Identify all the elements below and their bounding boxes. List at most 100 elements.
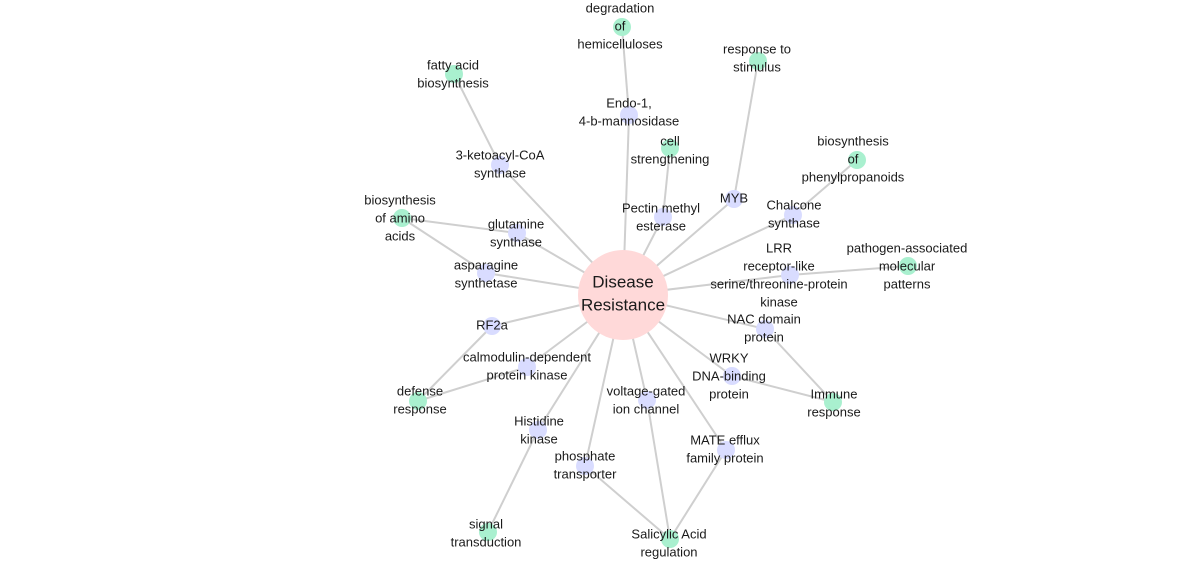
gene-label-wrky-line-0: WRKY <box>710 350 749 365</box>
function-label-signal-line-0: signal <box>469 516 503 531</box>
edge-ketoacyl-to-fatty <box>453 73 501 166</box>
gene-node-chalcone <box>784 206 802 224</box>
gene-node-glutamine <box>508 224 526 242</box>
function-label-cellwall-line-0: cell <box>660 133 680 148</box>
gene-label-lrr-line-0: LRR <box>766 240 792 255</box>
function-label-pamp-line-2: patterns <box>884 276 931 291</box>
edge-nac-to-immune <box>764 328 834 403</box>
function-label-pamp-line-1: molecular <box>879 258 936 273</box>
gene-label-pectin-line-0: Pectin methyl <box>622 200 700 215</box>
gene-node-voltage <box>638 391 656 409</box>
center-node-center <box>578 250 668 340</box>
edge-asparagine-to-amino <box>401 217 487 274</box>
gene-node-asparagine <box>477 264 495 282</box>
center-label-center-line-1: Resistance <box>581 295 665 314</box>
function-label-stimulus-line-1: stimulus <box>733 59 781 74</box>
function-node-phenyl <box>848 151 866 169</box>
gene-node-wrky <box>723 367 741 385</box>
node-layer <box>393 18 917 548</box>
edge-lrr-to-pamp <box>789 265 909 276</box>
gene-label-phosphate-line-1: transporter <box>554 466 618 481</box>
gene-label-calmodulin-line-0: calmodulin-dependent <box>463 349 591 364</box>
function-node-pamp <box>899 257 917 275</box>
gene-node-rf2a <box>483 317 501 335</box>
function-label-amino-line-1: of amino <box>375 210 425 225</box>
gene-label-voltage-line-0: voltage-gated <box>607 383 686 398</box>
edge-histidine-to-signal <box>487 429 539 533</box>
function-node-amino <box>393 209 411 227</box>
gene-node-phosphate <box>576 457 594 475</box>
function-node-fatty <box>445 65 463 83</box>
function-node-stimulus <box>749 52 767 70</box>
gene-label-rf2a-line-0: RF2a <box>476 317 509 332</box>
gene-label-lrr-line-3: kinase <box>760 294 798 309</box>
gene-label-mate-line-0: MATE efflux <box>690 432 760 447</box>
gene-node-histidine <box>529 421 547 439</box>
gene-label-chalcone-line-0: Chalcone <box>767 197 822 212</box>
function-label-fatty-line-0: fatty acid <box>427 57 479 72</box>
gene-label-wrky-line-1: DNA-binding <box>692 368 766 383</box>
center-label-center-line-0: Disease <box>592 272 653 291</box>
function-node-immune <box>824 393 842 411</box>
function-node-hemicellulose <box>613 18 631 36</box>
edge-myb-to-stimulus <box>733 60 759 200</box>
edge-chalcone-to-phenyl <box>792 159 858 216</box>
gene-label-glutamine-line-1: synthase <box>490 234 542 249</box>
gene-label-phosphate-line-0: phosphate <box>555 448 616 463</box>
function-label-salicylic-line-1: regulation <box>640 544 697 559</box>
function-label-hemicellulose-line-2: hemicelluloses <box>577 36 663 51</box>
gene-node-nac <box>756 320 774 338</box>
gene-label-nac-line-1: protein <box>744 329 784 344</box>
edge-phosphate-to-salicylic <box>584 465 671 540</box>
function-label-defense-line-1: response <box>393 401 446 416</box>
function-label-amino-line-2: acids <box>385 228 416 243</box>
gene-label-pectin-line-1: esterase <box>636 218 686 233</box>
function-label-phenyl-line-2: phenylpropanoids <box>802 169 905 184</box>
gene-label-asparagine-line-0: asparagine <box>454 257 518 272</box>
function-node-cellwall <box>661 139 679 157</box>
gene-label-asparagine-line-1: synthetase <box>455 275 518 290</box>
gene-label-ketoacyl-line-1: synthase <box>474 165 526 180</box>
edge-pectin-to-cellwall <box>662 147 671 218</box>
gene-node-lrr <box>781 266 799 284</box>
gene-label-ketoacyl-line-0: 3-ketoacyl-CoA <box>456 147 545 162</box>
gene-label-myb-line-0: MYB <box>720 190 748 205</box>
gene-label-endo-line-0: Endo-1, <box>606 95 652 110</box>
gene-label-histidine-line-0: Histidine <box>514 413 564 428</box>
gene-node-mate <box>717 441 735 459</box>
gene-label-histidine-line-1: kinase <box>520 431 558 446</box>
gene-label-lrr-line-2: serine/threonine-protein <box>710 276 847 291</box>
function-label-hemicellulose-line-0: degradation <box>586 0 655 15</box>
gene-node-endo <box>620 106 638 124</box>
gene-node-ketoacyl <box>491 156 509 174</box>
edge-wrky-to-immune <box>731 375 834 403</box>
function-label-fatty-line-1: biosynthesis <box>417 75 489 90</box>
function-label-defense-line-0: defense <box>397 383 443 398</box>
function-label-phenyl-line-0: biosynthesis <box>817 133 889 148</box>
function-label-phenyl-line-1: of <box>848 151 859 166</box>
gene-node-calmodulin <box>518 358 536 376</box>
edge-voltage-to-salicylic <box>646 399 671 540</box>
gene-label-endo-line-1: 4-b-mannosidase <box>579 113 679 128</box>
gene-node-pectin <box>654 208 672 226</box>
function-label-stimulus-line-0: response to <box>723 41 791 56</box>
edge-rf2a-to-defense <box>417 325 493 402</box>
gene-node-myb <box>725 190 743 208</box>
gene-label-calmodulin-line-1: protein kinase <box>487 367 568 382</box>
edge-calmodulin-to-defense <box>417 366 528 402</box>
function-label-salicylic-line-0: Salicylic Acid <box>631 526 706 541</box>
gene-label-lrr-line-1: receptor-like <box>743 258 815 273</box>
edge-mate-to-salicylic <box>669 449 727 540</box>
function-label-signal-line-1: transduction <box>451 534 522 549</box>
gene-label-nac-line-0: NAC domain <box>727 311 801 326</box>
function-label-cellwall-line-1: strengthening <box>631 151 710 166</box>
gene-label-mate-line-1: family protein <box>686 450 763 465</box>
edge-endo-to-hemicellulose <box>621 26 630 116</box>
function-node-salicylic <box>661 530 679 548</box>
gene-label-glutamine-line-0: glutamine <box>488 216 544 231</box>
function-label-immune-line-0: Immune <box>811 386 858 401</box>
gene-label-wrky-line-2: protein <box>709 386 749 401</box>
